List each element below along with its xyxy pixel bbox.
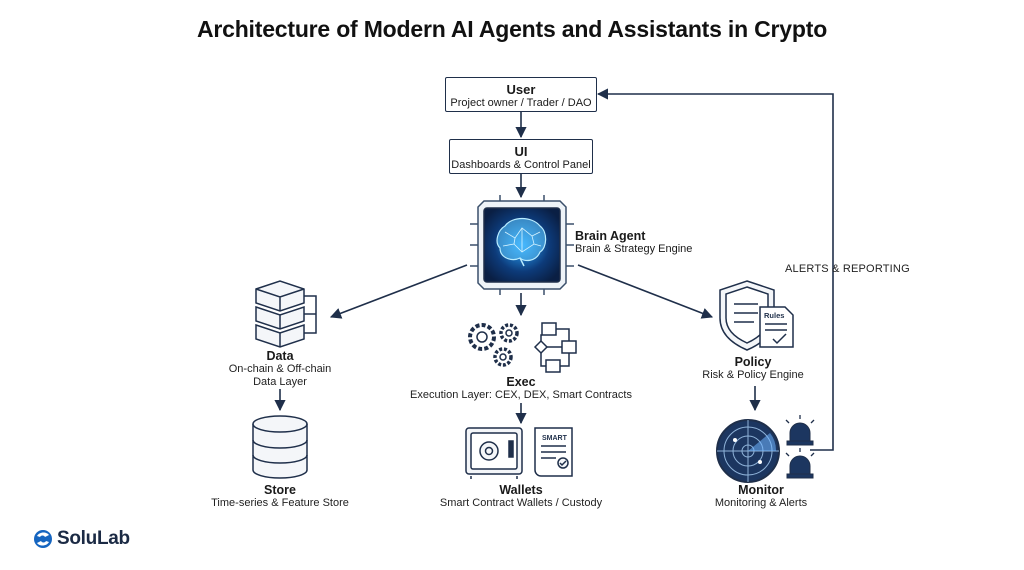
exec-node-label: Exec Execution Layer: CEX, DEX, Smart Co… [401, 375, 641, 402]
shield-rules-icon [719, 280, 794, 351]
solulab-logo: SoluLab [34, 528, 130, 550]
gears-flowchart-icon [468, 322, 577, 373]
alarm-light-icon [785, 415, 815, 479]
ui-subtitle: Dashboards & Control Panel [451, 159, 591, 171]
monitor-heading: Monitor [738, 483, 784, 497]
rules-tag: Rules [764, 311, 784, 320]
radar-icon [716, 419, 780, 483]
brain-heading: Brain Agent [575, 229, 646, 243]
data-subtitle-line2: Data Layer [253, 376, 307, 388]
store-node-label: Store Time-series & Feature Store [195, 483, 365, 510]
policy-node-label: Policy Risk & Policy Engine [683, 355, 823, 382]
user-subtitle: Project owner / Trader / DAO [450, 97, 592, 109]
policy-subtitle: Risk & Policy Engine [702, 369, 804, 381]
page-title: Architecture of Modern AI Agents and Ass… [196, 16, 828, 42]
monitor-node-label: Monitor Monitoring & Alerts [691, 483, 831, 510]
arrow-brain-to-data [329, 264, 468, 319]
wallets-subtitle: Smart Contract Wallets / Custody [439, 497, 603, 509]
ui-heading: UI [514, 144, 528, 159]
data-subtitle-line1: On-chain & Off-chain [228, 363, 332, 375]
smart-contract-tag: SMART [542, 435, 568, 442]
solulab-logo-icon [34, 530, 52, 548]
policy-heading: Policy [734, 355, 772, 369]
brain-chip-icon [470, 195, 574, 295]
safe-contract-icon [465, 427, 573, 479]
wallets-heading: Wallets [499, 483, 543, 497]
exec-subtitle: Execution Layer: CEX, DEX, Smart Contrac… [410, 389, 632, 401]
database-icon [252, 415, 308, 479]
ui-node: UI Dashboards & Control Panel [449, 139, 593, 174]
store-heading: Store [264, 483, 296, 497]
arrow-feedback-loop [596, 88, 834, 451]
wallets-node-label: Wallets Smart Contract Wallets / Custody [421, 483, 621, 510]
exec-heading: Exec [506, 375, 536, 389]
monitor-subtitle: Monitoring & Alerts [714, 497, 808, 509]
user-heading: User [506, 82, 536, 97]
arrow-brain-to-policy [577, 264, 714, 319]
logo-wordmark: SoluLab [57, 528, 130, 549]
brain-subtitle: Brain & Strategy Engine [575, 243, 693, 255]
data-node-label: Data On-chain & Off-chain Data Layer [205, 349, 355, 389]
brain-agent-label: Brain Agent Brain & Strategy Engine [575, 229, 692, 256]
user-node: User Project owner / Trader / DAO [445, 77, 597, 112]
data-heading: Data [266, 349, 294, 363]
server-stack-icon [255, 280, 317, 348]
store-subtitle: Time-series & Feature Store [211, 497, 349, 509]
alerts-reporting-label: ALERTS & REPORTING [785, 263, 910, 275]
